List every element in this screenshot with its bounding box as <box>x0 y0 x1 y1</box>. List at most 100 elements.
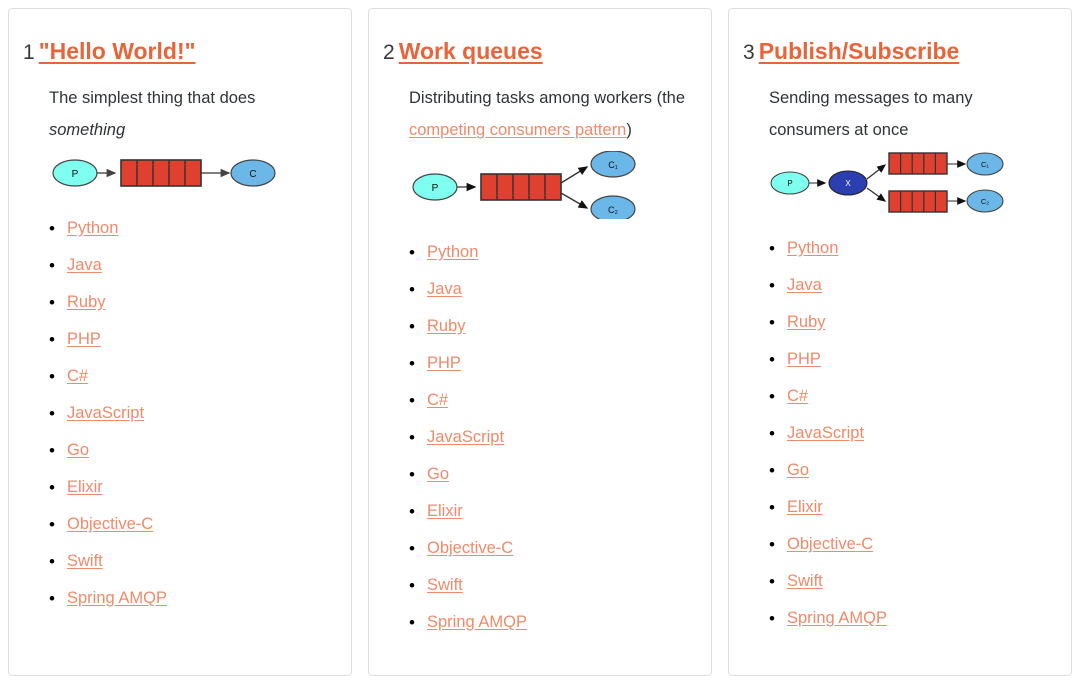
language-link-objective-c[interactable]: Objective-C <box>787 534 874 553</box>
language-link-list: Python Java Ruby PHP C# JavaScript Go El… <box>769 230 1049 637</box>
producer-node <box>52 158 98 187</box>
language-link-elixir[interactable]: Elixir <box>67 477 103 496</box>
language-link-php[interactable]: PHP <box>67 329 101 348</box>
card-body: The simplest thing that does something P <box>23 82 329 617</box>
list-item: C# <box>49 358 329 395</box>
language-link-swift[interactable]: Swift <box>787 571 823 590</box>
list-item: Python <box>769 230 1049 267</box>
language-link-list: Python Java Ruby PHP C# JavaScript Go El… <box>49 210 329 617</box>
language-link-go[interactable]: Go <box>67 440 90 459</box>
message-queue-1 <box>888 151 948 175</box>
language-link-python[interactable]: Python <box>67 218 119 237</box>
list-item: Go <box>49 432 329 469</box>
list-item: PHP <box>49 321 329 358</box>
list-item: Swift <box>409 567 689 604</box>
list-item: Objective-C <box>769 526 1049 563</box>
language-link-objective-c[interactable]: Objective-C <box>427 538 514 557</box>
description-text: The simplest thing that does <box>49 89 256 108</box>
card-description: Distributing tasks among workers (the co… <box>409 82 689 146</box>
language-link-ruby[interactable]: Ruby <box>67 292 106 311</box>
language-link-swift[interactable]: Swift <box>427 575 463 594</box>
message-queue <box>480 172 562 201</box>
list-item: Java <box>49 247 329 284</box>
language-link-go[interactable]: Go <box>787 460 810 479</box>
list-item: Spring AMQP <box>769 600 1049 637</box>
list-item: Swift <box>49 543 329 580</box>
list-item: Objective-C <box>409 530 689 567</box>
competing-consumers-pattern-link[interactable]: competing consumers pattern <box>409 121 627 140</box>
work-queues-diagram: P C₁ C₂ <box>409 149 689 224</box>
list-item: Swift <box>769 563 1049 600</box>
language-link-objective-c[interactable]: Objective-C <box>67 514 154 533</box>
language-link-spring-amqp[interactable]: Spring AMQP <box>427 612 527 631</box>
list-item: Elixir <box>49 469 329 506</box>
card-title-link[interactable]: "Hello World!" <box>38 38 196 64</box>
language-link-csharp[interactable]: C# <box>787 386 809 405</box>
language-link-python[interactable]: Python <box>787 238 839 257</box>
list-item: C# <box>409 382 689 419</box>
tutorial-card-hello-world: 1"Hello World!" The simplest thing that … <box>8 8 352 676</box>
language-link-javascript[interactable]: JavaScript <box>787 423 865 442</box>
consumer-label-2: C₂ <box>981 197 989 206</box>
language-link-java[interactable]: Java <box>67 255 102 274</box>
list-item: JavaScript <box>409 419 689 456</box>
language-link-ruby[interactable]: Ruby <box>427 316 466 335</box>
card-description: Sending messages to many consumers at on… <box>769 89 973 140</box>
description-text-tail: ) <box>626 121 632 140</box>
list-item: Java <box>769 267 1049 304</box>
language-link-spring-amqp[interactable]: Spring AMQP <box>67 588 167 607</box>
message-queue <box>120 158 202 187</box>
consumer-label-1: C₁ <box>608 160 618 170</box>
list-item: Spring AMQP <box>49 580 329 617</box>
list-item: Go <box>409 456 689 493</box>
language-link-javascript[interactable]: JavaScript <box>67 403 145 422</box>
language-link-csharp[interactable]: C# <box>67 366 89 385</box>
list-item: Python <box>49 210 329 247</box>
language-link-java[interactable]: Java <box>427 279 462 298</box>
list-item: Objective-C <box>49 506 329 543</box>
list-item: C# <box>769 378 1049 415</box>
card-number: 3 <box>743 41 755 64</box>
language-link-javascript[interactable]: JavaScript <box>427 427 505 446</box>
consumer-node <box>230 158 276 187</box>
card-body: Distributing tasks among workers (the co… <box>383 82 689 640</box>
card-number: 2 <box>383 41 395 64</box>
language-link-list: Python Java Ruby PHP C# JavaScript Go El… <box>409 234 689 641</box>
list-item: Ruby <box>769 304 1049 341</box>
language-link-swift[interactable]: Swift <box>67 551 103 570</box>
publish-subscribe-diagram: P X <box>769 151 1049 220</box>
language-link-java[interactable]: Java <box>787 275 822 294</box>
language-link-php[interactable]: PHP <box>787 349 821 368</box>
list-item: JavaScript <box>769 415 1049 452</box>
language-link-ruby[interactable]: Ruby <box>787 312 826 331</box>
consumer-label-1: C₁ <box>981 160 989 169</box>
list-item: JavaScript <box>49 395 329 432</box>
producer-node <box>412 172 458 201</box>
language-link-spring-amqp[interactable]: Spring AMQP <box>787 608 887 627</box>
list-item: Elixir <box>409 493 689 530</box>
card-title-link[interactable]: Work queues <box>398 38 543 64</box>
language-link-csharp[interactable]: C# <box>427 390 449 409</box>
list-item: PHP <box>769 341 1049 378</box>
language-link-elixir[interactable]: Elixir <box>787 497 823 516</box>
language-link-elixir[interactable]: Elixir <box>427 501 463 520</box>
list-item: Elixir <box>769 489 1049 526</box>
producer-label: P <box>432 183 439 194</box>
language-link-go[interactable]: Go <box>427 464 450 483</box>
list-item: PHP <box>409 345 689 382</box>
description-text: Distributing tasks among workers (the <box>409 89 686 108</box>
consumer-node-1 <box>966 152 1004 176</box>
list-item: Java <box>409 271 689 308</box>
language-link-python[interactable]: Python <box>427 242 479 261</box>
card-number: 1 <box>23 41 35 64</box>
exchange-node <box>828 170 868 196</box>
language-link-php[interactable]: PHP <box>427 353 461 372</box>
card-title-link[interactable]: Publish/Subscribe <box>758 38 960 64</box>
list-item: Python <box>409 234 689 271</box>
producer-node <box>770 171 810 195</box>
producer-label: P <box>787 179 792 188</box>
